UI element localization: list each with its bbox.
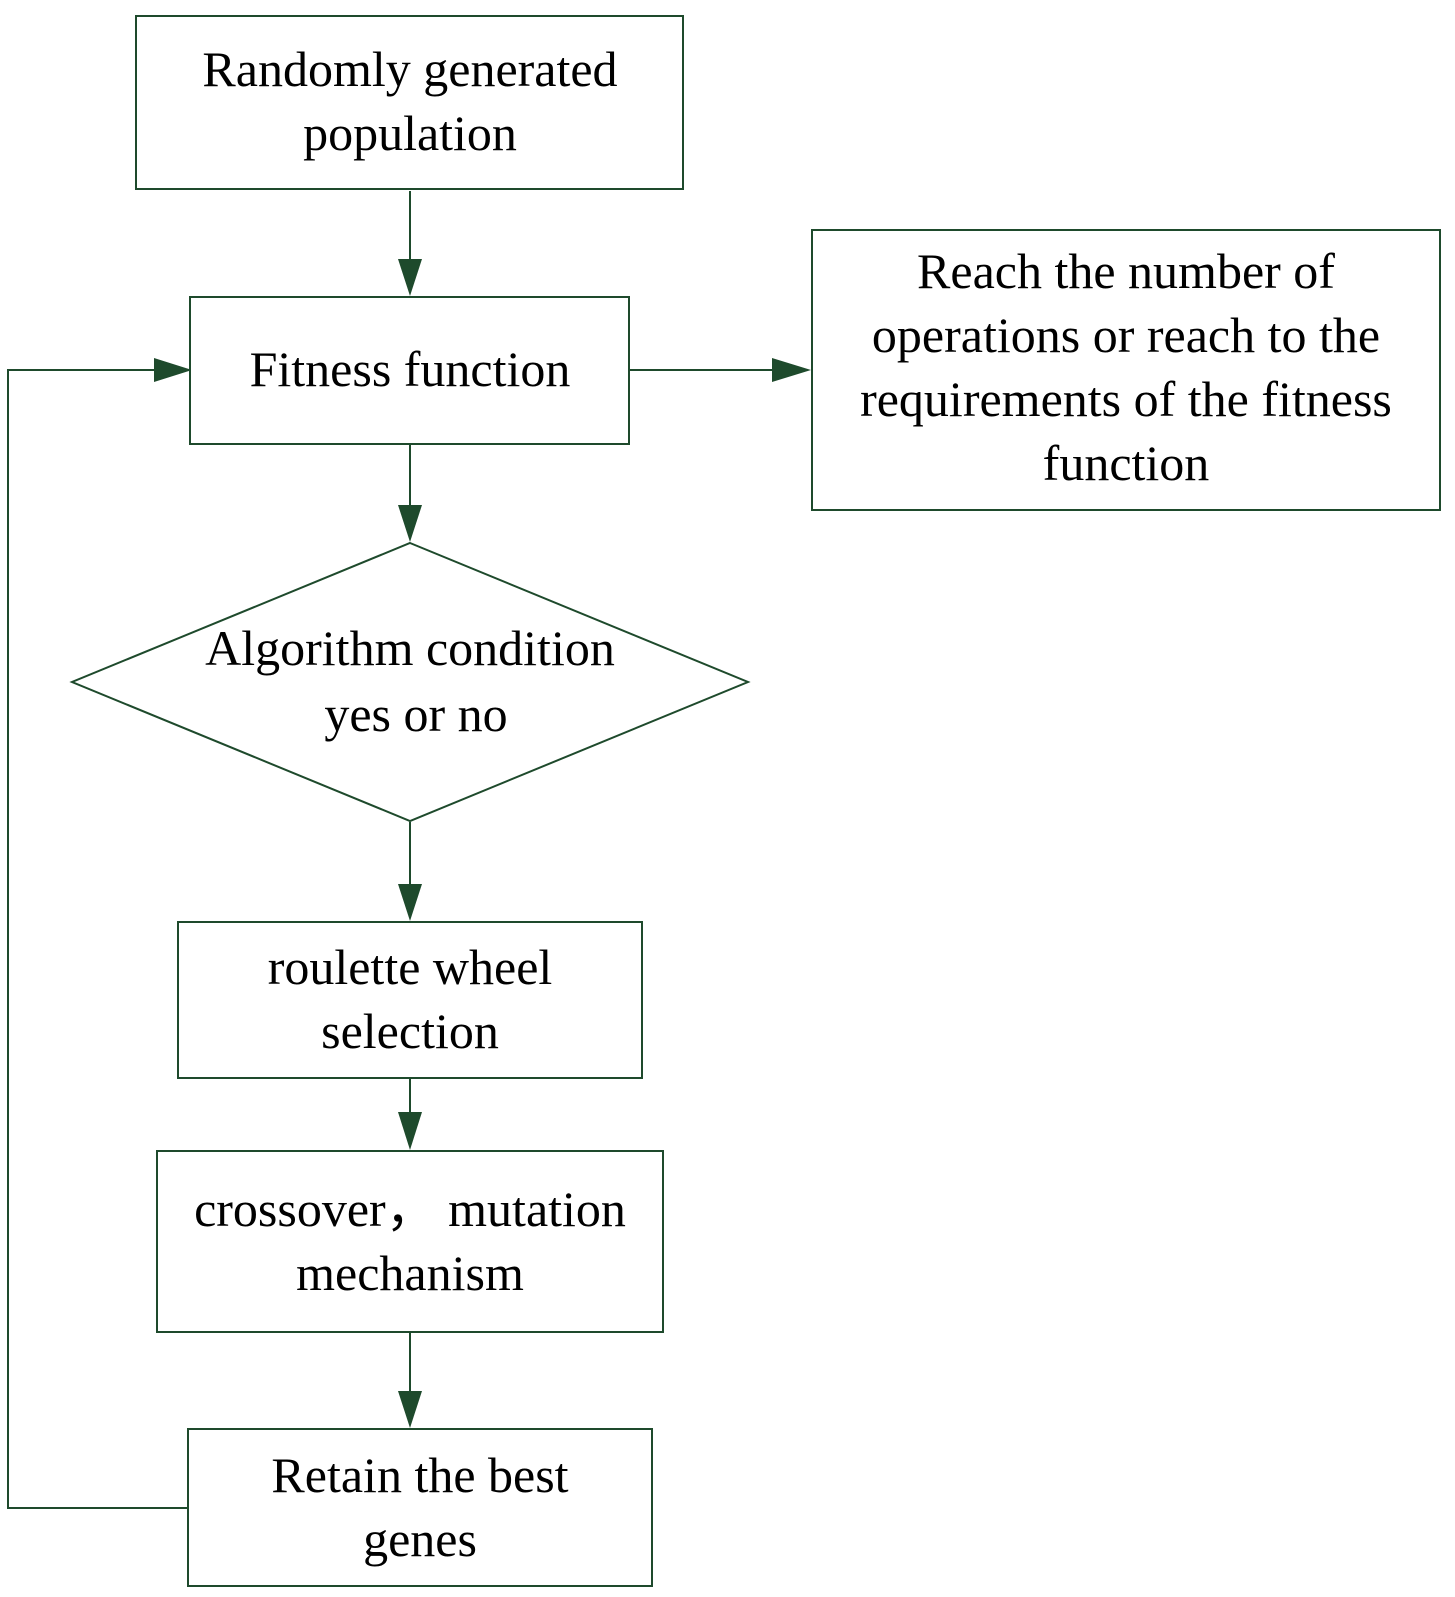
arrowhead xyxy=(398,1112,422,1150)
node-fitness-line-1: Fitness function xyxy=(250,341,571,397)
node-crossover-line-1: crossover， mutation xyxy=(194,1181,626,1237)
arrowhead xyxy=(398,884,422,921)
node-population-line-2: population xyxy=(303,105,517,161)
arrowhead xyxy=(772,358,811,382)
node-population: Randomly generated population xyxy=(135,15,684,190)
edge-crossover-to-retain xyxy=(398,1333,422,1428)
arrowhead xyxy=(398,1391,422,1428)
node-fitness: Fitness function xyxy=(189,296,630,445)
node-retain-line-2: genes xyxy=(363,1511,477,1567)
node-crossover-line-2: mechanism xyxy=(296,1245,524,1301)
node-selection: roulette wheel selection xyxy=(177,921,643,1079)
node-population-line-1: Randomly generated xyxy=(202,41,617,97)
node-selection-line-1: roulette wheel xyxy=(268,939,553,995)
node-termination-line-4: function xyxy=(1043,435,1210,491)
edges xyxy=(7,191,811,1509)
edge-retain-loop-to-fitness xyxy=(7,358,192,1509)
node-selection-line-2: selection xyxy=(321,1003,499,1059)
edge-fitness-to-condition xyxy=(398,445,422,542)
node-crossover: crossover， mutation mechanism xyxy=(156,1150,664,1333)
node-termination-line-2: operations or reach to the xyxy=(872,307,1380,363)
arrowhead xyxy=(398,505,422,542)
arrowhead xyxy=(398,259,422,296)
node-condition-line-2: yes or no xyxy=(324,686,507,742)
node-termination-line-3: requirements of the fitness xyxy=(860,371,1392,427)
edge-selection-to-crossover xyxy=(398,1079,422,1150)
node-retain: Retain the best genes xyxy=(187,1428,653,1587)
node-termination-line-1: Reach the number of xyxy=(917,243,1335,299)
node-retain-line-1: Retain the best xyxy=(271,1447,568,1503)
edge-condition-to-selection xyxy=(398,822,422,921)
edge-fitness-to-termination xyxy=(630,358,811,382)
edge-population-to-fitness xyxy=(398,191,422,296)
node-condition-line-1: Algorithm condition xyxy=(205,620,615,676)
node-condition: Algorithm condition yes or no xyxy=(69,541,751,823)
arrowhead xyxy=(154,358,192,382)
node-termination: Reach the number of operations or reach … xyxy=(811,229,1441,511)
